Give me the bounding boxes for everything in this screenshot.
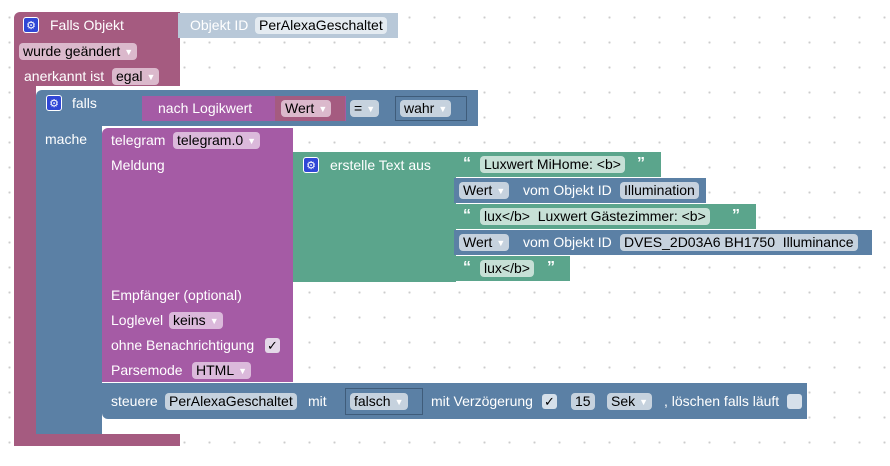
to-bool-label: nach Logikwert (158, 100, 253, 116)
text-join-label: erstelle Text aus (330, 157, 431, 173)
with-label: mit (308, 393, 327, 409)
unit-dropdown[interactable]: Sek▼ (607, 393, 653, 410)
telegram-instance-dropdown[interactable]: telegram.0▼ (173, 132, 261, 149)
dropdown-arrow-icon: ▼ (124, 47, 134, 57)
change-dropdown[interactable]: wurde geändert▼ (19, 43, 138, 60)
dropdown-arrow-icon: ▼ (394, 397, 404, 407)
dropdown-arrow-icon: ▼ (318, 104, 328, 114)
of-object-label: vom Objekt ID (523, 234, 612, 250)
delay-label: mit Verzögerung (431, 393, 533, 409)
delay-value-field[interactable]: 15 (571, 393, 595, 410)
bool-block[interactable] (395, 96, 467, 121)
parsemode-label: Parsemode (111, 362, 183, 378)
get-value-dropdown[interactable]: Wert▼ (459, 182, 510, 199)
dropdown-arrow-icon: ▼ (639, 397, 649, 407)
dropdown-arrow-icon: ▼ (496, 186, 506, 196)
text-value[interactable]: Luxwert MiHome: <b> (480, 156, 625, 173)
dropdown-arrow-icon: ▼ (238, 366, 248, 376)
control-value-dropdown[interactable]: falsch▼ (350, 393, 408, 410)
loglevel-label: Loglevel (111, 312, 164, 328)
value-dropdown[interactable]: Wert▼ (281, 100, 332, 117)
telegram-label: telegram (111, 132, 166, 148)
operator-dropdown[interactable]: =▼ (350, 100, 380, 117)
object-field[interactable]: DVES_2D03A6 BH1750 Illuminance (620, 234, 858, 251)
bool-value-block[interactable] (345, 388, 423, 415)
control-label: steuere (111, 393, 158, 409)
open-quote-icon: “ (463, 207, 471, 224)
open-quote-icon: “ (463, 155, 471, 172)
trigger-title: Falls Objekt (50, 17, 124, 33)
get-value-option: Wert (463, 234, 493, 250)
value-dropdown-value: Wert (285, 100, 315, 116)
if-label: falls (72, 95, 97, 111)
dropdown-arrow-icon: ▼ (366, 104, 376, 114)
close-quote-icon: ” (732, 207, 740, 224)
ack-dropdown-value: egal (116, 68, 143, 84)
open-quote-icon: “ (463, 259, 471, 276)
object-id-label: Objekt ID (190, 17, 249, 33)
parsemode-dropdown[interactable]: HTML▼ (192, 362, 252, 379)
dropdown-arrow-icon: ▼ (247, 136, 257, 146)
clear-label: , löschen falls läuft (664, 393, 780, 409)
dropdown-arrow-icon: ▼ (209, 316, 219, 326)
text-value[interactable]: lux</b> Luxwert Gästezimmer: <b> (480, 208, 710, 225)
control-value: falsch (354, 393, 391, 409)
ack-dropdown[interactable]: egal▼ (112, 68, 160, 85)
gear-icon[interactable]: ⚙ (303, 157, 319, 173)
unit-value: Sek (611, 393, 636, 409)
close-quote-icon: ” (637, 155, 645, 172)
do-label: mache (45, 131, 88, 147)
bool-dropdown[interactable]: wahr▼ (400, 100, 452, 117)
clear-checkbox[interactable] (787, 394, 802, 409)
trigger-block-body (14, 86, 36, 438)
silent-label: ohne Benachrichtigung (111, 337, 255, 353)
object-field[interactable]: Illumination (620, 182, 699, 199)
if-block-body (36, 126, 102, 434)
loglevel-dropdown[interactable]: keins▼ (169, 312, 223, 329)
text-value[interactable]: lux</b> (480, 260, 534, 277)
gear-icon[interactable]: ⚙ (46, 95, 62, 111)
telegram-block[interactable] (102, 128, 293, 382)
close-quote-icon: ” (547, 259, 555, 276)
telegram-instance-value: telegram.0 (177, 132, 244, 148)
loglevel-value: keins (173, 312, 206, 328)
change-dropdown-value: wurde geändert (23, 43, 121, 59)
object-id-field[interactable]: PerAlexaGeschaltet (255, 17, 387, 34)
recipient-label: Empfänger (optional) (111, 287, 242, 303)
get-value-option: Wert (463, 182, 493, 198)
operator-value: = (354, 100, 363, 116)
ack-label: anerkannt ist (24, 68, 105, 84)
trigger-block-bottom (14, 434, 180, 446)
control-object-field[interactable]: PerAlexaGeschaltet (165, 393, 297, 410)
gear-icon[interactable]: ⚙ (23, 17, 39, 33)
dropdown-arrow-icon: ▼ (438, 104, 448, 114)
dropdown-arrow-icon: ▼ (496, 238, 506, 248)
message-label: Meldung (111, 157, 165, 173)
parsemode-value: HTML (196, 362, 235, 378)
dropdown-arrow-icon: ▼ (146, 72, 156, 82)
bool-value: wahr (404, 100, 435, 116)
delay-checkbox[interactable]: ✓ (542, 394, 557, 409)
text-join-block[interactable] (293, 152, 456, 282)
of-object-label: vom Objekt ID (523, 182, 612, 198)
silent-checkbox[interactable]: ✓ (265, 338, 280, 353)
get-value-dropdown[interactable]: Wert▼ (459, 234, 510, 251)
